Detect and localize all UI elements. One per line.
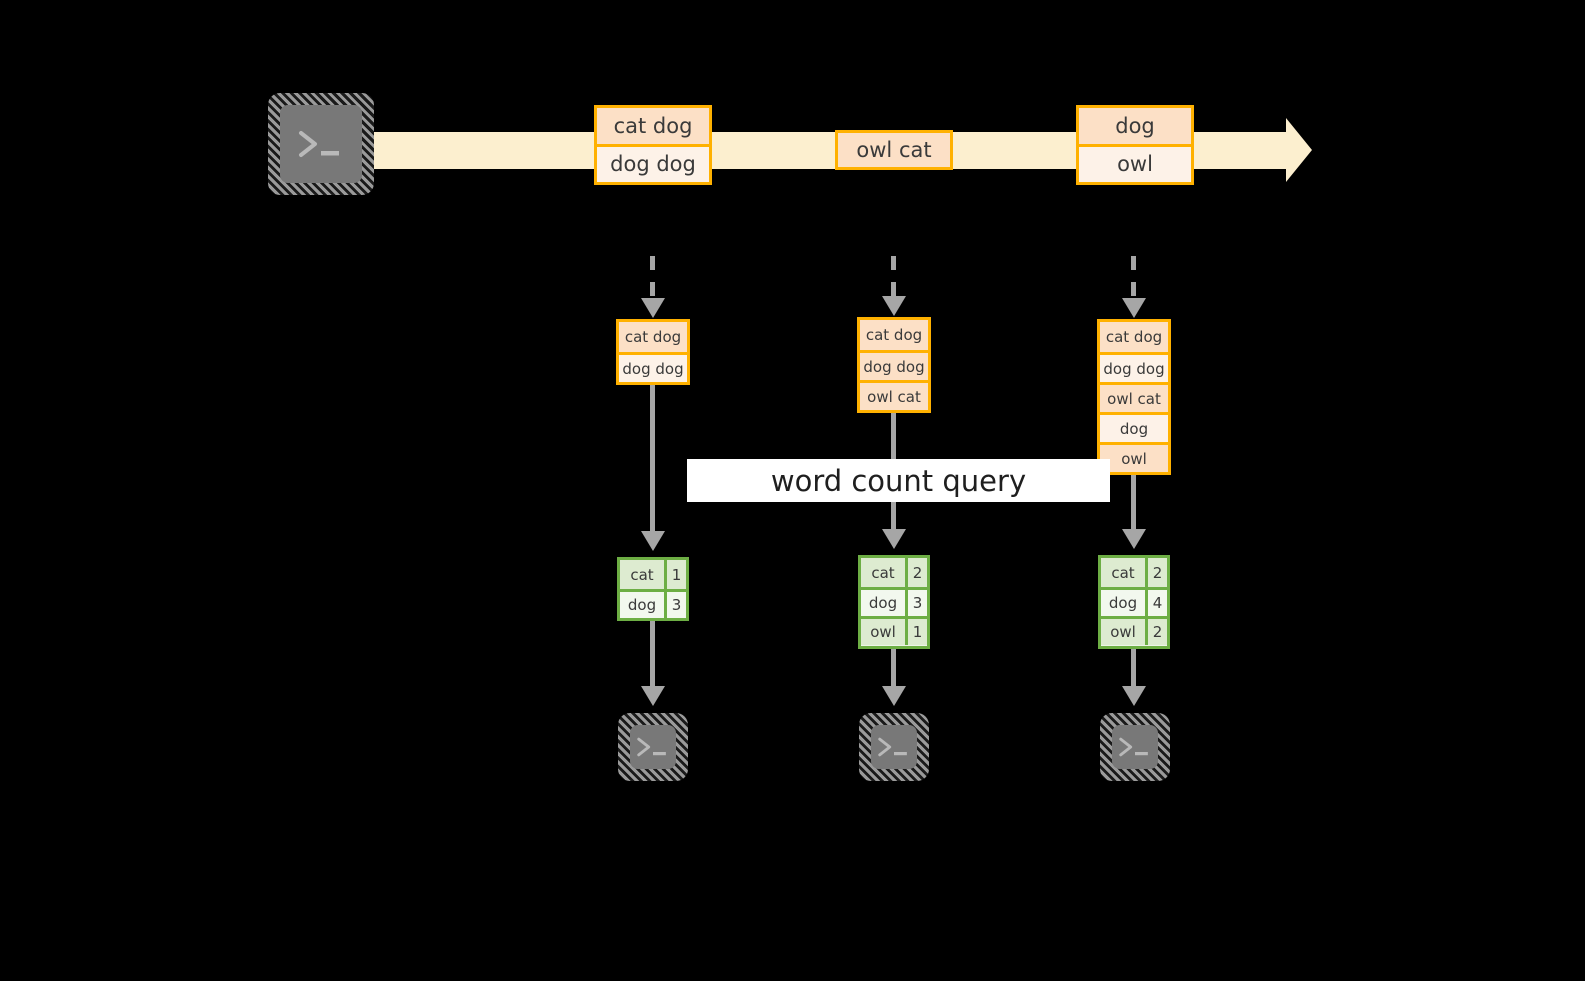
snapshot-trigger-arrow-2 — [882, 296, 906, 316]
word-cell: owl — [1101, 619, 1145, 645]
terminal-screen — [871, 725, 917, 769]
sink-terminal-icon-2[interactable] — [859, 713, 929, 781]
stream-record-group-2[interactable]: owl cat — [835, 130, 953, 170]
sink-terminal-icon-3[interactable] — [1100, 713, 1170, 781]
table-row: dog 4 — [1101, 587, 1167, 616]
sink-terminal-icon-1[interactable] — [618, 713, 688, 781]
buffer-line: owl cat — [1100, 382, 1168, 412]
result-table-1[interactable]: cat 1 dog 3 — [617, 557, 689, 621]
prompt-glyph-icon — [1119, 737, 1148, 757]
record-line: owl cat — [838, 133, 950, 167]
table-row: owl 2 — [1101, 616, 1167, 645]
sink-flow-arrow-2 — [882, 686, 906, 706]
count-cell: 3 — [905, 590, 927, 616]
terminal-screen — [280, 105, 362, 183]
record-line: dog — [1079, 108, 1191, 144]
snapshot-buffer-3[interactable]: cat dog dog dog owl cat dog owl — [1097, 319, 1171, 475]
word-cell: cat — [620, 560, 664, 589]
terminal-screen — [1112, 725, 1158, 769]
table-row: owl 1 — [861, 616, 927, 645]
buffer-line: dog dog — [619, 352, 687, 382]
buffer-line: cat dog — [1100, 322, 1168, 352]
snapshot-trigger-dash-2 — [891, 256, 896, 300]
stream-record-group-1[interactable]: cat dog dog dog — [594, 105, 712, 185]
word-cell: owl — [861, 619, 905, 645]
buffer-line: dog — [1100, 412, 1168, 442]
snapshot-buffer-1[interactable]: cat dog dog dog — [616, 319, 690, 385]
query-flow-arrow-2 — [882, 529, 906, 549]
snapshot-buffer-2[interactable]: cat dog dog dog owl cat — [857, 317, 931, 413]
sink-flow-arrow-3 — [1122, 686, 1146, 706]
word-cell: cat — [861, 558, 905, 587]
query-flow-arrow-3 — [1122, 529, 1146, 549]
buffer-line: cat dog — [619, 322, 687, 352]
snapshot-trigger-arrow-3 — [1122, 298, 1146, 318]
result-table-2[interactable]: cat 2 dog 3 owl 1 — [858, 555, 930, 649]
record-line: dog dog — [597, 143, 709, 182]
word-cell: cat — [1101, 558, 1145, 587]
count-cell: 1 — [664, 560, 686, 589]
query-banner: word count query — [687, 459, 1110, 502]
table-row: dog 3 — [620, 589, 686, 618]
count-cell: 2 — [1145, 619, 1167, 645]
count-cell: 2 — [1145, 558, 1167, 587]
buffer-line: cat dog — [860, 320, 928, 350]
record-line: owl — [1079, 143, 1191, 182]
table-row: cat 1 — [620, 560, 686, 589]
query-flow-arrow-1 — [641, 531, 665, 551]
sink-flow-arrow-1 — [641, 686, 665, 706]
buffer-line: dog dog — [860, 350, 928, 380]
query-banner-label: word count query — [770, 463, 1027, 498]
query-flow-line-3 — [1131, 475, 1136, 533]
prompt-glyph-icon — [299, 131, 339, 157]
stream-arrowhead — [1286, 118, 1312, 182]
source-terminal-icon[interactable] — [268, 93, 374, 195]
table-row: cat 2 — [1101, 558, 1167, 587]
result-table-3[interactable]: cat 2 dog 4 owl 2 — [1098, 555, 1170, 649]
snapshot-trigger-arrow-1 — [641, 298, 665, 318]
word-cell: dog — [861, 590, 905, 616]
word-cell: dog — [1101, 590, 1145, 616]
snapshot-trigger-dash-1 — [650, 256, 655, 300]
table-row: dog 3 — [861, 587, 927, 616]
table-row: cat 2 — [861, 558, 927, 587]
terminal-screen — [630, 725, 676, 769]
prompt-glyph-icon — [878, 737, 907, 757]
record-line: cat dog — [597, 108, 709, 144]
count-cell: 2 — [905, 558, 927, 587]
sink-flow-line-1 — [650, 621, 655, 689]
query-flow-line-1 — [650, 385, 655, 535]
sink-flow-line-2 — [891, 649, 896, 689]
buffer-line: dog dog — [1100, 352, 1168, 382]
prompt-glyph-icon — [637, 737, 666, 757]
count-cell: 1 — [905, 619, 927, 645]
snapshot-trigger-dash-3 — [1131, 256, 1136, 300]
sink-flow-line-3 — [1131, 649, 1136, 689]
count-cell: 3 — [664, 592, 686, 618]
buffer-line: owl — [1100, 442, 1168, 472]
count-cell: 4 — [1145, 590, 1167, 616]
stream-record-group-3[interactable]: dog owl — [1076, 105, 1194, 185]
buffer-line: owl cat — [860, 380, 928, 410]
word-cell: dog — [620, 592, 664, 618]
